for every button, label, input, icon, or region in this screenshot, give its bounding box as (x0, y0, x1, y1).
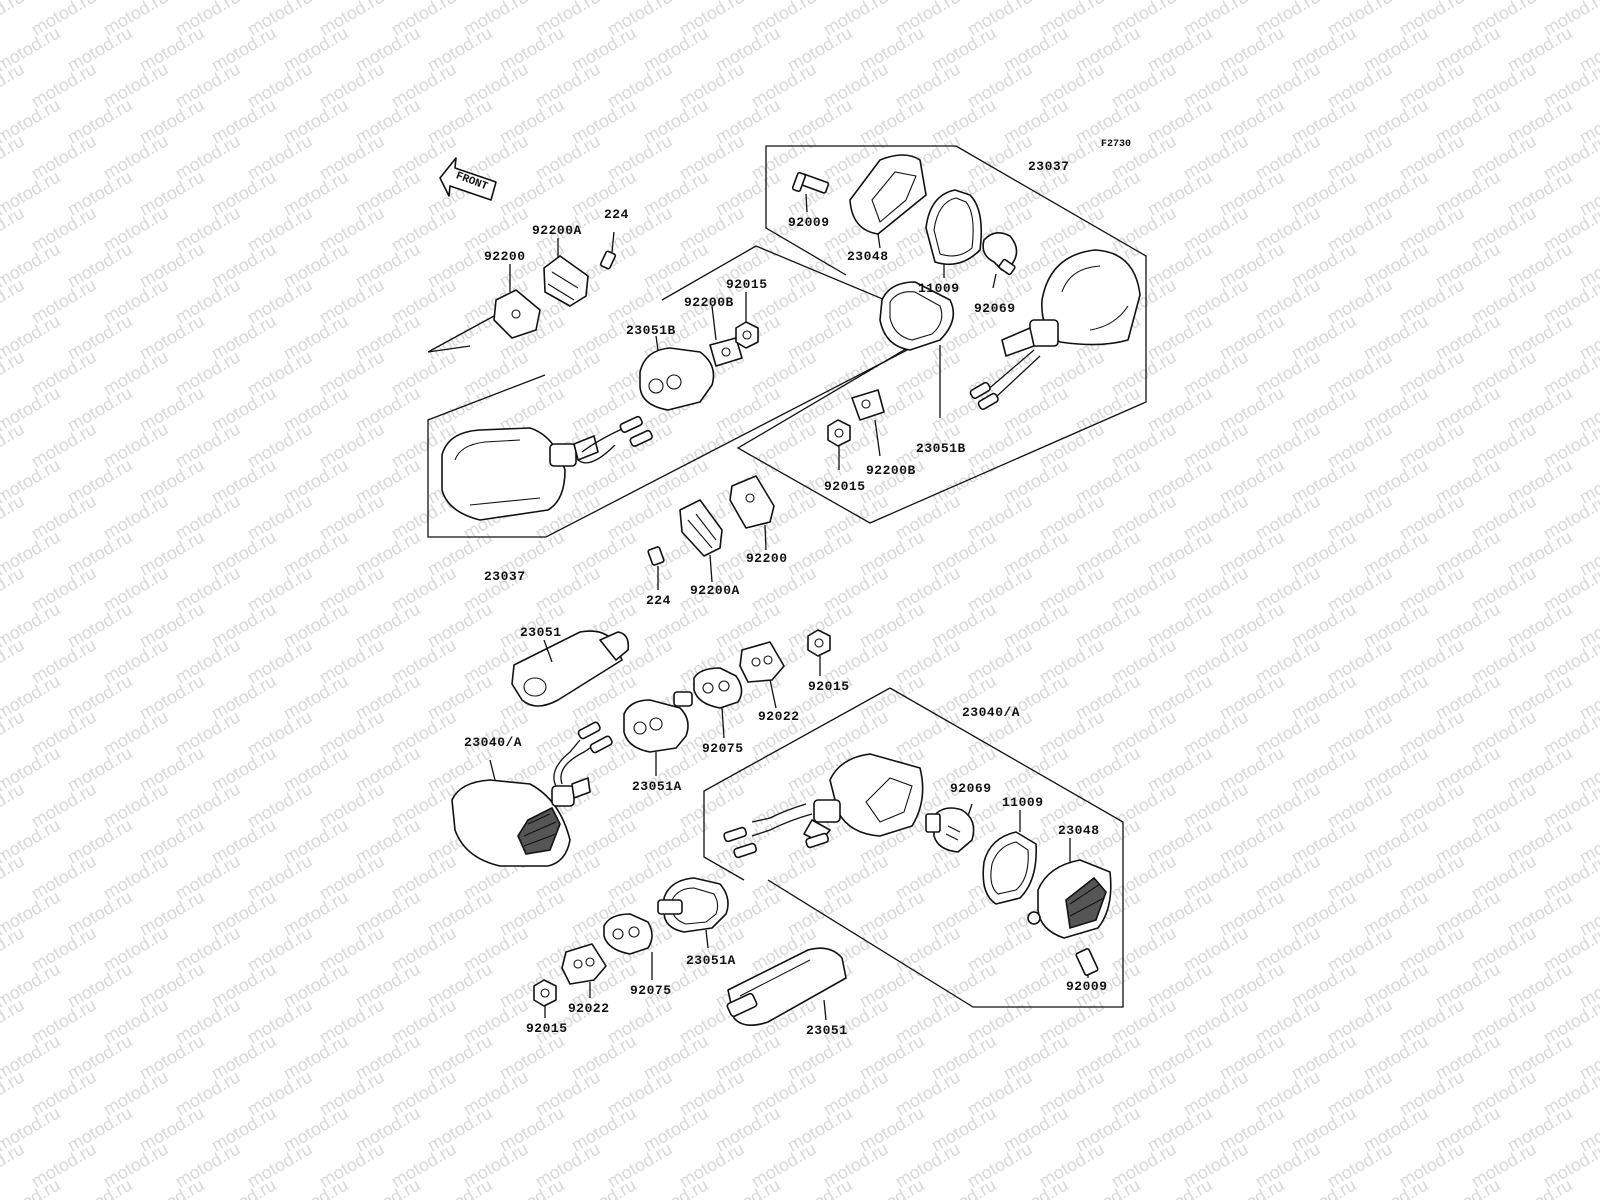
watermark-text: motod.ru (0, 491, 28, 544)
callout-23051b-left: 23051B (626, 323, 676, 338)
callout-92200b-right: 92200B (866, 463, 916, 478)
watermark-text: motod.ru (1000, 1175, 1072, 1200)
callout-92075-middle: 92075 (702, 741, 744, 756)
watermark-text: motod.ru (0, 851, 28, 904)
callout-92200a-upper: 92200A (532, 223, 582, 238)
callout-23037-right: 23037 (1028, 159, 1070, 174)
callout-92022-middle: 92022 (758, 709, 800, 724)
watermark-text: motod.ru (1432, 1175, 1504, 1200)
watermark-text: motod.ru (0, 59, 28, 112)
watermark-text: motod.ru (1144, 1175, 1216, 1200)
watermark-text: motod.ru (64, 1175, 136, 1200)
watermark-text: motod.ru (1576, 1175, 1600, 1200)
watermark-text: motod.ru (0, 347, 28, 400)
callout-92009-upper: 92009 (788, 215, 830, 230)
watermark-text: motod.ru (0, 707, 28, 760)
watermark-text: motod.ru (1072, 1175, 1144, 1200)
callout-23048-lower: 23048 (1058, 823, 1100, 838)
callout-92022-lower: 92022 (568, 1001, 610, 1016)
callout-92009-lower: 92009 (1066, 979, 1108, 994)
callout-224-middle: 224 (646, 593, 671, 608)
watermark-text: motod.ru (0, 275, 28, 328)
callout-23040a-right: 23040/A (962, 705, 1020, 720)
watermark-text: motod.ru (0, 131, 28, 184)
watermark-text: motod.ru (856, 1175, 928, 1200)
callout-92075-lower: 92075 (630, 983, 672, 998)
watermark-text: motod.ru (1360, 1175, 1432, 1200)
watermark-text: motod.ru (1216, 1175, 1288, 1200)
callout-11009-upper: 11009 (918, 281, 960, 296)
callout-92200b-left: 92200B (684, 295, 734, 310)
callout-23048-upper: 23048 (847, 249, 889, 264)
watermark-text: motod.ru (0, 1067, 28, 1120)
watermark-text: motod.ru (0, 419, 28, 472)
watermark-text: motod.ru (352, 1175, 424, 1200)
callout-224-upper: 224 (604, 207, 629, 222)
callout-11009-lower: 11009 (1002, 795, 1044, 810)
nut-92015-lower (533, 979, 557, 1018)
watermark-text: motod.ru (0, 203, 28, 256)
callout-92200-middle: 92200 (746, 551, 788, 566)
callout-23051a-middle: 23051A (632, 779, 682, 794)
watermark-text: motod.ru (496, 1175, 568, 1200)
callout-92015-left: 92015 (726, 277, 768, 292)
callout-92015-lower: 92015 (526, 1021, 568, 1036)
callout-92015-right: 92015 (824, 479, 866, 494)
watermark-text: motod.ru (208, 1175, 280, 1200)
watermark-text: motod.ru (280, 1175, 352, 1200)
screw-lower (1075, 948, 1099, 978)
watermark-text: motod.ru (1288, 1175, 1360, 1200)
callout-92015-middle: 92015 (808, 679, 850, 694)
watermark-text: motod.ru (712, 1175, 784, 1200)
watermark-text: motod.ru (424, 1175, 496, 1200)
callout-23051-middle: 23051 (520, 625, 562, 640)
watermark-text: motod.ru (0, 635, 28, 688)
watermark-text: motod.ru (1576, 0, 1600, 3)
callout-92069-lower: 92069 (950, 781, 992, 796)
callout-23051a-lower: 23051A (686, 953, 736, 968)
watermark-text: motod.ru (1504, 1175, 1576, 1200)
watermark-text: motod.ru (640, 1175, 712, 1200)
callout-23051b-right: 23051B (916, 441, 966, 456)
watermark-text: motod.ru (0, 0, 28, 39)
watermark-text: motod.ru (928, 1175, 1000, 1200)
watermark-text: motod.ru (0, 1139, 28, 1192)
watermark-text: motod.ru (0, 923, 28, 976)
callout-92200a-middle: 92200A (690, 583, 740, 598)
watermark-text: motod.ru (0, 995, 28, 1048)
callout-23037-left: 23037 (484, 569, 526, 584)
callout-23051-lower: 23051 (806, 1023, 848, 1038)
watermark-text: motod.ru (0, 779, 28, 832)
callout-92069-upper: 92069 (974, 301, 1016, 316)
callout-23040a-left: 23040/A (464, 735, 522, 750)
figure-code: F2730 (1101, 139, 1131, 150)
watermark-text: motod.ru (0, 563, 28, 616)
watermark-text: motod.ru (136, 1175, 208, 1200)
watermark-text: motod.ru (784, 1175, 856, 1200)
callout-92200-upper: 92200 (484, 249, 526, 264)
watermark-text: motod.ru (568, 1175, 640, 1200)
